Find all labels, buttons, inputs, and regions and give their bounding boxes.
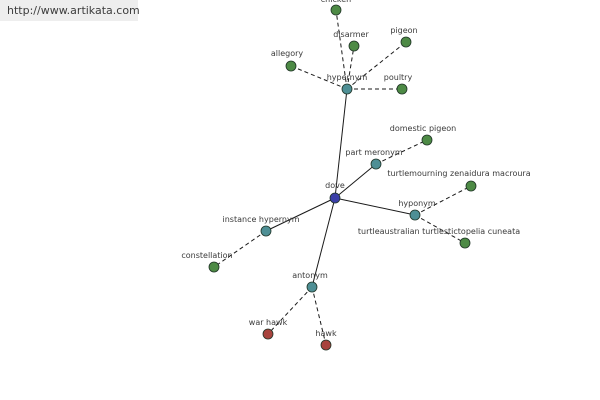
label-hyponym[interactable]: hyponym [398, 199, 436, 208]
label-constellation[interactable]: constellation [181, 251, 232, 260]
label-hypernym[interactable]: hypernym [327, 73, 368, 82]
node-relation-instance-hypernym[interactable] [260, 225, 272, 237]
node-leaf-domestic-pigeon[interactable] [421, 134, 433, 146]
edge-dove-hypernym [334, 88, 348, 199]
node-relation-hypernym[interactable] [341, 83, 353, 95]
node-leaf-pigeon[interactable] [400, 36, 412, 48]
edge-hyponym-turtle-australian [414, 214, 466, 244]
edge-dove-hyponym [334, 197, 416, 216]
label-war-hawk[interactable]: war hawk [249, 318, 288, 327]
node-relation-hyponym[interactable] [409, 209, 421, 221]
site-url-watermark[interactable]: http://www.artikata.com [0, 0, 140, 21]
node-leaf-allegory[interactable] [285, 60, 297, 72]
node-leaf-hawk[interactable] [320, 339, 332, 351]
label-dove[interactable]: dove [325, 181, 345, 190]
label-turtle-australian[interactable]: turtleaustralian turtlestictopelia cunea… [358, 227, 520, 236]
label-pigeon[interactable]: pigeon [390, 26, 417, 35]
node-leaf-disarmer[interactable] [348, 40, 360, 52]
node-leaf-war-hawk[interactable] [262, 328, 274, 340]
label-antonym[interactable]: antonym [292, 271, 328, 280]
node-leaf-chicken[interactable] [330, 4, 342, 16]
edge-instance-hypernym-constellation [213, 230, 267, 268]
edge-hypernym-allegory [290, 65, 348, 90]
graph-edges [213, 9, 472, 346]
node-relation-antonym[interactable] [306, 281, 318, 293]
edge-dove-part-meronym [334, 163, 377, 199]
node-leaf-poultry[interactable] [396, 83, 408, 95]
node-center-dove[interactable] [329, 192, 341, 204]
edge-hypernym-chicken [335, 9, 348, 90]
label-domestic-pigeon[interactable]: domestic pigeon [390, 124, 456, 133]
label-turtle-mourning[interactable]: turtlemourning zenaidura macroura [387, 169, 530, 178]
edge-dove-antonym [311, 197, 336, 288]
node-relation-part-meronym[interactable] [370, 158, 382, 170]
node-leaf-turtle-australian[interactable] [459, 237, 471, 249]
edge-dove-instance-hypernym [265, 197, 336, 232]
node-leaf-turtle-mourning[interactable] [465, 180, 477, 192]
graph-nodes [208, 4, 477, 351]
label-allegory[interactable]: allegory [271, 49, 304, 58]
label-part-meronym[interactable]: part meronym [345, 148, 402, 157]
edge-part-meronym-domestic-pigeon [375, 139, 428, 165]
edge-hyponym-turtle-mourning [414, 185, 472, 216]
node-leaf-constellation[interactable] [208, 261, 220, 273]
label-chicken[interactable]: chicken [321, 0, 351, 4]
edge-antonym-war-hawk [267, 286, 313, 335]
label-poultry[interactable]: poultry [384, 73, 413, 82]
edge-antonym-hawk [311, 286, 327, 346]
graph-labels: dove hypernym part meronym hyponym instance … [181, 0, 530, 338]
label-disarmer[interactable]: disarmer [333, 30, 369, 39]
edge-hypernym-disarmer [346, 45, 355, 90]
label-instance-hypernym[interactable]: instance hypernym [223, 215, 300, 224]
edge-hypernym-pigeon [346, 41, 407, 90]
label-hawk[interactable]: hawk [315, 329, 337, 338]
